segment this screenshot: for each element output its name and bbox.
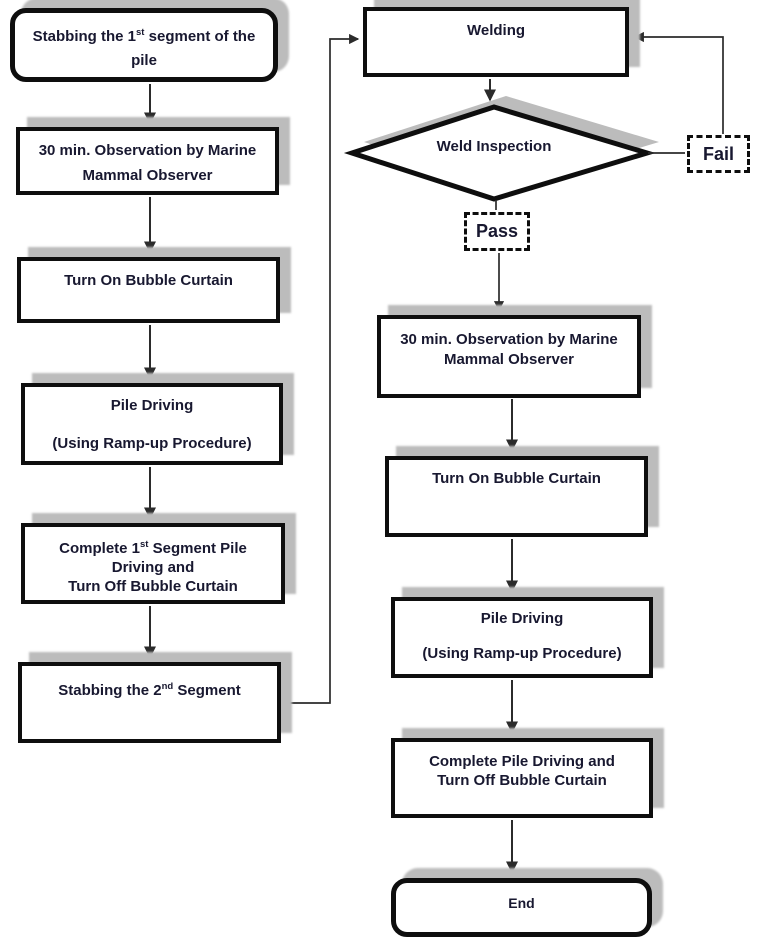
node-label-line: Turn On Bubble Curtain xyxy=(64,272,233,289)
node-label-line: Mammal Observer xyxy=(82,167,213,184)
node-label-line: Complete 1st Segment Pile xyxy=(59,539,247,557)
node-label-line: (Using Ramp-up Procedure) xyxy=(52,435,252,452)
node-pile-driving-left: Pile Driving (Using Ramp-up Procedure) xyxy=(21,383,283,465)
node-label-line: Stabbing the 1st segment of the xyxy=(32,27,256,45)
node-label-line: pile xyxy=(131,52,157,69)
node-label-line: 30 min. Observation by Marine xyxy=(38,142,257,159)
node-complete-pile-driving: Complete Pile Driving and Turn Off Bubbl… xyxy=(391,738,653,818)
node-label-line: Mammal Observer xyxy=(443,351,575,368)
node-stabbing-second-segment: Stabbing the 2nd Segment xyxy=(18,662,281,743)
node-label-line: Pile Driving xyxy=(110,397,194,414)
node-label-line: Turn Off Bubble Curtain xyxy=(68,578,238,595)
node-stabbing-first-segment: Stabbing the 1st segment of the pile xyxy=(10,8,278,82)
superscript: st xyxy=(136,27,145,38)
node-label-line: Stabbing the 2nd Segment xyxy=(58,681,241,699)
node-label-line: Driving and xyxy=(111,559,195,576)
node-observation-left: 30 min. Observation by Marine Mammal Obs… xyxy=(16,127,279,195)
node-turn-on-bubble-right: Turn On Bubble Curtain xyxy=(385,456,648,537)
node-label-line: Turn On Bubble Curtain xyxy=(432,470,601,487)
node-welding: Welding xyxy=(363,7,629,77)
node-label-line: End xyxy=(508,895,535,911)
superscript: st xyxy=(140,539,149,550)
node-end: End xyxy=(391,878,652,937)
arrow-fail-to-welding xyxy=(633,31,724,134)
label-weld-inspection: Weld Inspection xyxy=(436,138,552,155)
node-observation-right: 30 min. Observation by Marine Mammal Obs… xyxy=(377,315,641,398)
node-label-line: (Using Ramp-up Procedure) xyxy=(422,645,622,662)
node-turn-on-bubble-left: Turn On Bubble Curtain xyxy=(17,257,280,323)
superscript: nd xyxy=(161,681,174,692)
arrow-stab2-to-welding xyxy=(282,33,360,704)
node-pile-driving-right: Pile Driving (Using Ramp-up Procedure) xyxy=(391,597,653,678)
node-label-line: Turn Off Bubble Curtain xyxy=(437,772,607,789)
node-label-line: Welding xyxy=(466,22,526,39)
node-label-line: Pile Driving xyxy=(480,610,564,627)
node-fail: Fail xyxy=(687,135,750,173)
node-label-line: Complete Pile Driving and xyxy=(429,753,615,770)
node-complete-first-segment: Complete 1st Segment Pile Driving and Tu… xyxy=(21,523,285,604)
node-label-line: 30 min. Observation by Marine xyxy=(400,331,618,348)
node-pass: Pass xyxy=(464,212,530,251)
